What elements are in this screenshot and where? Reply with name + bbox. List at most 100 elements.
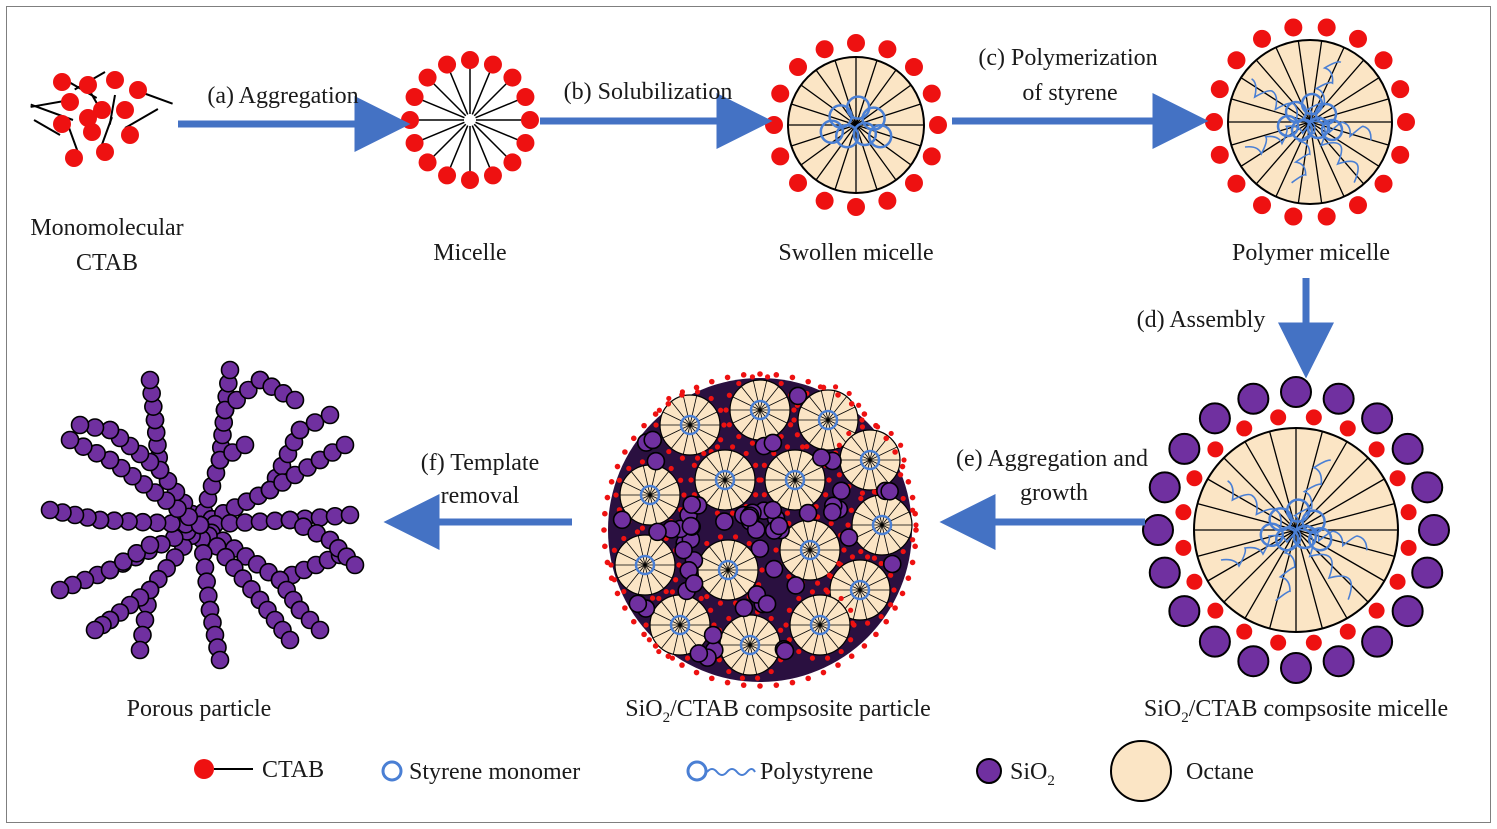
composite-sub-ctab-head: [754, 675, 761, 681]
composite-particle-sio2: [648, 522, 667, 542]
composite-sub-ctab-head: [639, 459, 646, 465]
composite-sub-tail: [827, 419, 848, 444]
composite-micelle-polystyrene-chain: [1293, 459, 1332, 531]
composite-sub-ctab-head: [753, 492, 759, 498]
composite-sub-ctab-head: [848, 507, 854, 513]
porous-sio2: [140, 370, 160, 390]
composite-sub-tail: [652, 611, 681, 626]
micelle-ctab-tail: [471, 71, 491, 115]
composite-particle-ctab-head: [708, 378, 715, 385]
composite-sub-tail: [881, 511, 910, 526]
composite-sub-ctab-head: [729, 510, 736, 516]
composite-sub-ctab-head: [804, 443, 810, 450]
swollen-styrene-monomer: [834, 123, 860, 149]
composite-sub-tail: [759, 396, 788, 411]
composite-particle-ctab-head: [913, 527, 919, 533]
composite-sub-tail: [869, 459, 878, 490]
caption-micelle: Micelle: [433, 240, 506, 266]
porous-sio2: [227, 390, 246, 410]
composite-particle-sio2: [831, 481, 851, 501]
composite-micelle-ctab-head: [1207, 602, 1224, 619]
composite-sub-tail: [749, 644, 758, 675]
free-ctab-head: [79, 109, 97, 127]
composite-sub-tail: [869, 446, 898, 461]
composite-particle-ctab-head: [641, 422, 647, 429]
composite-particle-sio2: [715, 512, 734, 531]
composite-particle-ctab-head: [601, 527, 607, 533]
composite-sub-tail: [809, 536, 838, 551]
composite-sub-tail: [800, 624, 821, 649]
composite-sub-tail: [730, 621, 751, 646]
composite-sub-ctab-head: [846, 390, 852, 397]
composite-sub-ctab-head: [668, 465, 674, 472]
micelle-ctab-head: [516, 133, 535, 152]
composite-sub-tail: [740, 386, 761, 411]
composite-sub-ctab-head: [708, 607, 714, 613]
composite-micelle-sio2: [1418, 514, 1450, 546]
composite-sub-ctab-head: [621, 535, 627, 542]
composite-sub-ctab-head: [761, 462, 767, 468]
composite-particle-ctab-head: [630, 435, 637, 442]
composite-micelle-sio2: [1280, 652, 1312, 684]
micelle-ctab-tail: [473, 82, 508, 117]
composite-sub-ctab-head: [878, 560, 884, 567]
composite-sub-tail: [625, 564, 646, 589]
composite-particle-ctab-head: [873, 631, 879, 638]
legend-ctab-label: CTAB: [262, 757, 324, 783]
composite-sub-ctab-head: [726, 392, 732, 398]
composite-micelle-ctab-head: [1368, 602, 1385, 619]
composite-sub-ctab-head: [859, 417, 865, 423]
composite-sub-tail: [874, 524, 883, 555]
composite-sub-ctab-head: [799, 444, 806, 450]
composite-micelle-ctab-head: [1270, 409, 1287, 426]
composite-particle-sio2: [763, 500, 783, 520]
polymer-ctab-tail: [1309, 121, 1365, 185]
legend-styrene: Styrene monomer: [381, 759, 580, 785]
swollen-ctab-head: [815, 191, 834, 210]
composite-sub-ctab-head: [824, 655, 831, 661]
composite-sub-ctab-head: [809, 655, 816, 661]
composite-particle-ctab-head: [641, 631, 647, 638]
composite-sub-tail: [775, 479, 796, 504]
composite-particle-ctab-head: [665, 653, 672, 660]
composite-particle-sio2: [684, 574, 704, 593]
composite-sub-tail: [630, 494, 651, 519]
composite-particle-sio2: [628, 594, 648, 614]
step-f-label-2: removal: [441, 483, 520, 509]
composite-sub-tail: [767, 466, 796, 481]
composite-sub-ctab-head: [721, 422, 727, 428]
composite-sub-tail: [622, 481, 651, 496]
caption-swollen-micelle: Swollen micelle: [778, 240, 933, 266]
legend-polystyrene: Polystyrene: [686, 759, 873, 785]
composite-sub-ctab-head: [723, 407, 729, 413]
composite-sub-tail: [819, 611, 848, 626]
composite-sub-tail: [717, 450, 726, 481]
composite-sub-ctab-head: [851, 622, 857, 628]
composite-particle-ctab-head: [622, 605, 628, 611]
composite-particle-ctab-head: [757, 683, 763, 689]
composite-sub-ctab-head: [784, 510, 791, 516]
composite-particle-ctab-head: [848, 400, 855, 407]
step-e-label-1: (e) Aggregation and: [956, 446, 1148, 472]
porous-sio2: [345, 555, 365, 575]
composite-micelle-ctab-tail: [1295, 502, 1395, 531]
micelle-ctab-head: [405, 88, 424, 107]
swollen-ctab-head: [771, 84, 790, 103]
composite-particle-sio2: [682, 495, 702, 514]
composite-sub-polystyrene: [749, 399, 771, 421]
porous-sio2: [60, 430, 80, 450]
composite-sub-tail: [819, 624, 840, 649]
composite-micelle-ctab-tail: [1223, 457, 1297, 531]
micelle-ctab-tail: [475, 99, 519, 119]
composite-sub-tail: [727, 569, 756, 584]
composite-sub-tail: [722, 631, 751, 646]
composite-sub-polystyrene: [849, 579, 871, 601]
composite-sub-tail: [827, 419, 836, 450]
composite-micelle-polystyrene-chain: [1295, 528, 1353, 600]
composite-sub-ctab-head: [761, 492, 767, 498]
composite-particle-ctab-head: [912, 510, 918, 517]
composite-particle-ctab-head: [608, 575, 615, 582]
composite-sub-tail: [862, 501, 883, 526]
micelle-ctab-tail: [473, 123, 508, 158]
composite-micelle-sio2: [1322, 645, 1355, 678]
